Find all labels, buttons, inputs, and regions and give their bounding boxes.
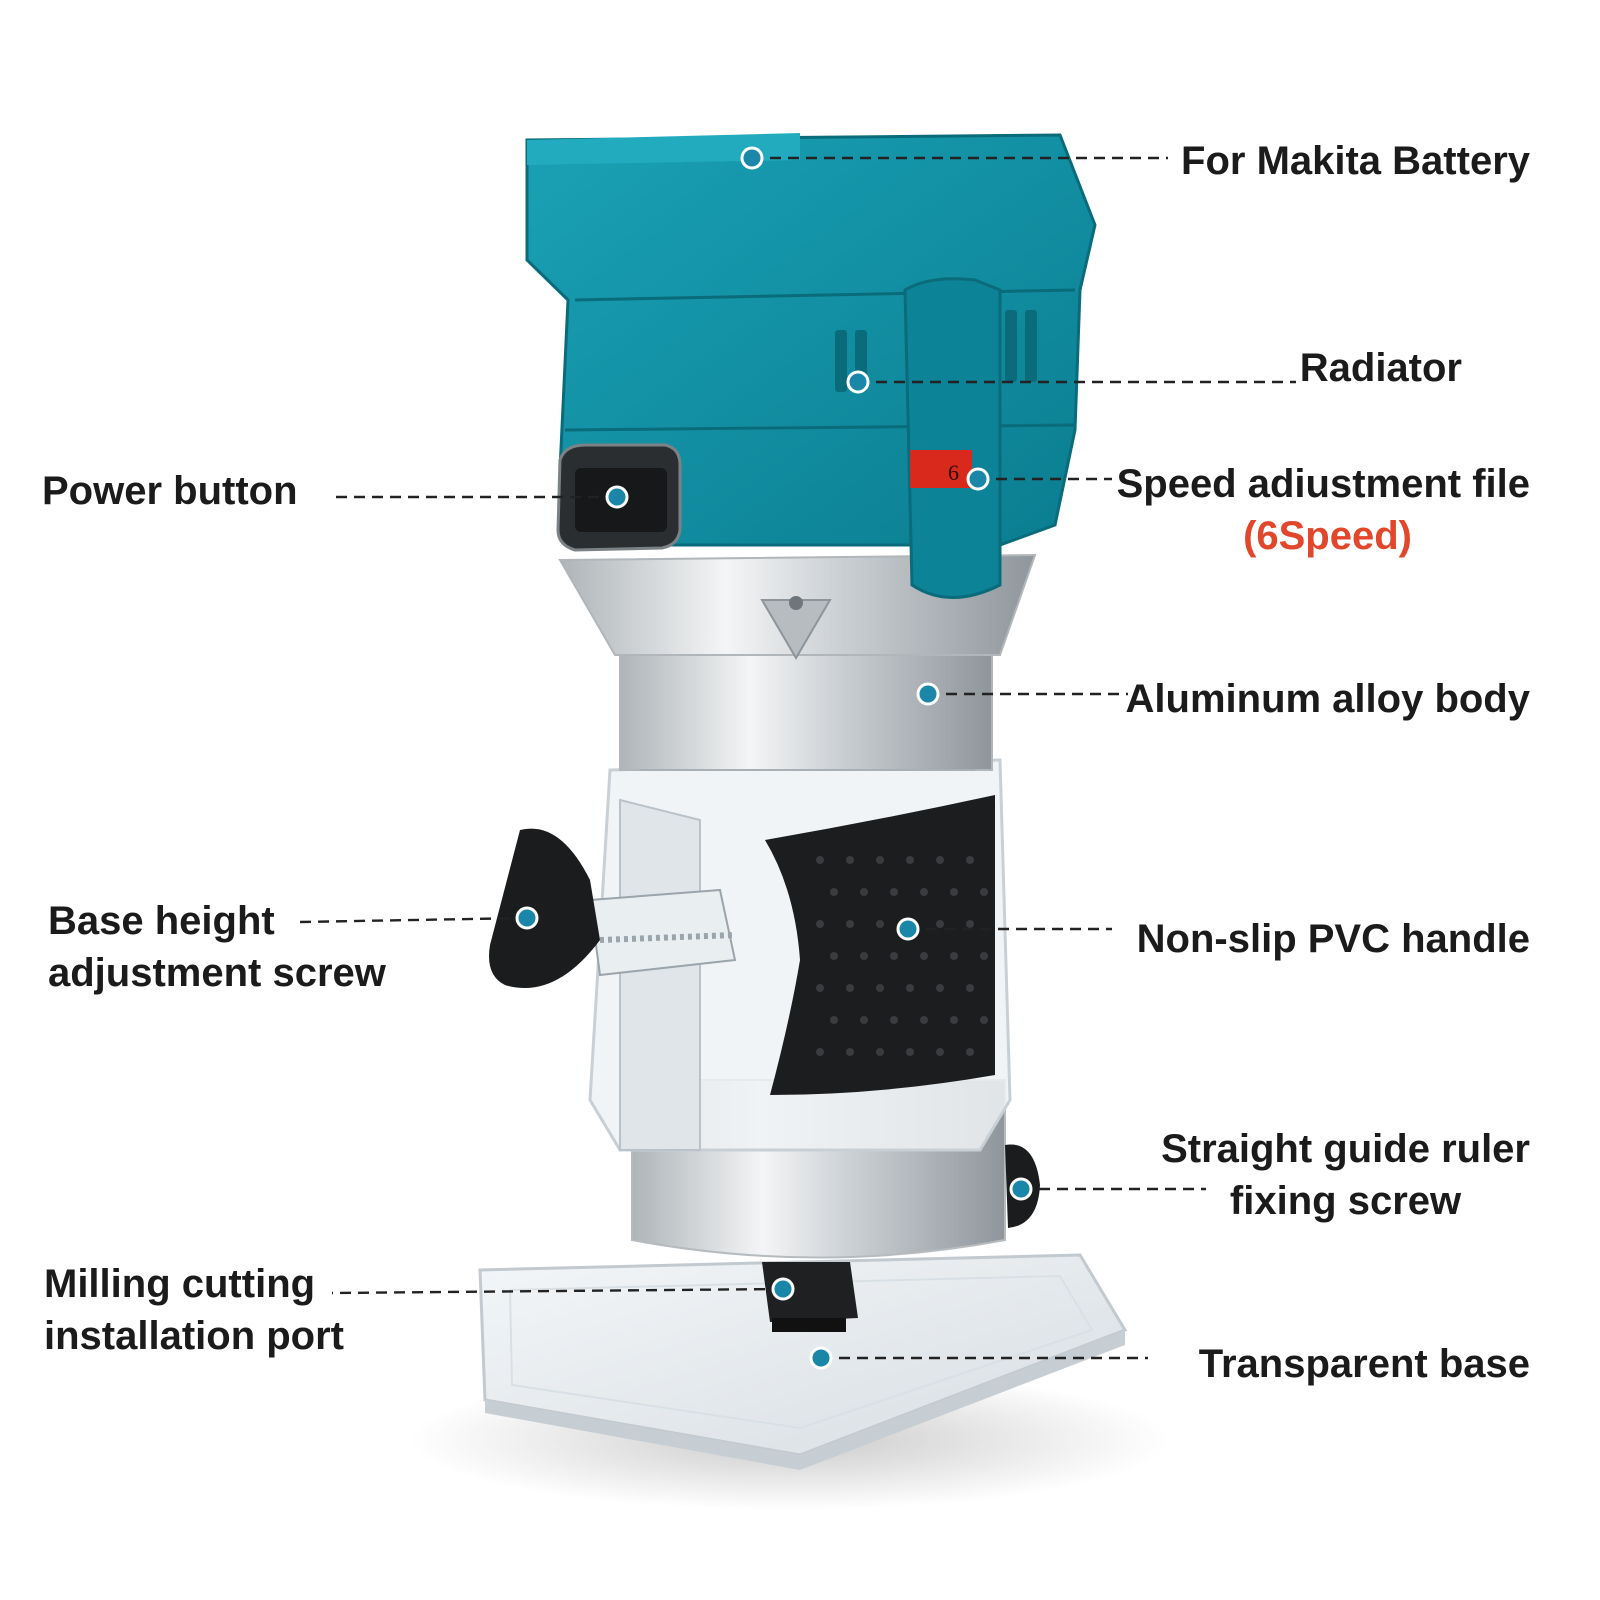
- aluminum-collar: [619, 654, 993, 771]
- battery-housing: [525, 133, 1097, 599]
- label-battery: For Makita Battery: [1181, 139, 1530, 183]
- grip-dot: [980, 952, 988, 960]
- label-base-height: Base height adjustment screw: [48, 895, 386, 999]
- grip-dot: [846, 856, 854, 864]
- grip-dot: [846, 1048, 854, 1056]
- grip-dot: [830, 952, 838, 960]
- label-power-button: Power button: [42, 469, 298, 513]
- label-milling: Milling cutting installation port: [44, 1258, 344, 1362]
- callout-dot-milling: [771, 1277, 795, 1301]
- transparent-base: [478, 1253, 1128, 1470]
- grip-dot: [950, 888, 958, 896]
- grip-dot: [876, 1048, 884, 1056]
- label-base: Transparent base: [1198, 1342, 1530, 1386]
- grip-dot: [860, 888, 868, 896]
- callout-dot-aluminum: [916, 682, 940, 706]
- grip-dot: [966, 856, 974, 864]
- grip-dot: [920, 888, 928, 896]
- grip-dot: [816, 920, 824, 928]
- grip-dot: [846, 920, 854, 928]
- grip-dot: [966, 984, 974, 992]
- callout-dot-radiator: [846, 370, 870, 394]
- grip-dot: [936, 920, 944, 928]
- pvc-handle: [765, 795, 995, 1095]
- grip-dot: [830, 888, 838, 896]
- grip-dot: [980, 1016, 988, 1024]
- grip-dot: [906, 856, 914, 864]
- label-handle: Non-slip PVC handle: [1136, 917, 1530, 961]
- label-guide-line2: fixing screw: [1229, 1179, 1462, 1223]
- label-base-height-line2: adjustment screw: [48, 951, 386, 995]
- leader-line-base-height: [299, 916, 528, 924]
- label-speed-line1: Speed adiustment file: [1116, 462, 1530, 506]
- grip-dot: [890, 952, 898, 960]
- grip-dot: [876, 856, 884, 864]
- grip-dot: [936, 1048, 944, 1056]
- callout-dot-battery: [740, 146, 764, 170]
- grip-dot: [920, 1016, 928, 1024]
- grip-dot: [890, 1016, 898, 1024]
- milling-nut: [762, 1262, 858, 1332]
- label-speed-line2: (6Speed): [1243, 514, 1412, 558]
- callout-dot-power: [605, 485, 629, 509]
- base-height-knob: [489, 828, 600, 988]
- label-guide: Straight guide ruler fixing screw: [1161, 1123, 1530, 1227]
- speed-dial-digit: 6: [948, 460, 959, 485]
- grip-dot: [830, 1016, 838, 1024]
- grip-dot: [980, 888, 988, 896]
- callout-dot-base-height: [515, 906, 539, 930]
- grip-dot: [816, 984, 824, 992]
- grip-dot: [950, 1016, 958, 1024]
- grip-dot: [950, 952, 958, 960]
- grip-dot: [906, 984, 914, 992]
- label-aluminum: Aluminum alloy body: [1125, 677, 1530, 721]
- grip-dot: [936, 856, 944, 864]
- grip-dot: [920, 952, 928, 960]
- callout-dot-guide: [1009, 1177, 1033, 1201]
- callout-dot-speed: [966, 467, 990, 491]
- grip-dot: [860, 952, 868, 960]
- grip-dot: [906, 1048, 914, 1056]
- grip-dot: [890, 888, 898, 896]
- callout-dot-handle: [896, 917, 920, 941]
- label-radiator: Radiator: [1299, 346, 1462, 390]
- label-speed: Speed adiustment file (6Speed): [1117, 458, 1530, 562]
- label-guide-line1: Straight guide ruler: [1161, 1127, 1530, 1171]
- grip-dot: [846, 984, 854, 992]
- grip-dot: [966, 920, 974, 928]
- grip-dot: [966, 1048, 974, 1056]
- grip-dot: [876, 920, 884, 928]
- leader-line-milling: [331, 1287, 784, 1295]
- grip-dot: [816, 856, 824, 864]
- grip-dot: [876, 984, 884, 992]
- callout-dot-base: [809, 1346, 833, 1370]
- grip-dot: [936, 984, 944, 992]
- label-milling-line2: installation port: [44, 1314, 344, 1358]
- label-base-height-line1: Base height: [48, 899, 275, 943]
- label-milling-line1: Milling cutting: [44, 1262, 316, 1306]
- grip-dot: [860, 1016, 868, 1024]
- grip-dot: [816, 1048, 824, 1056]
